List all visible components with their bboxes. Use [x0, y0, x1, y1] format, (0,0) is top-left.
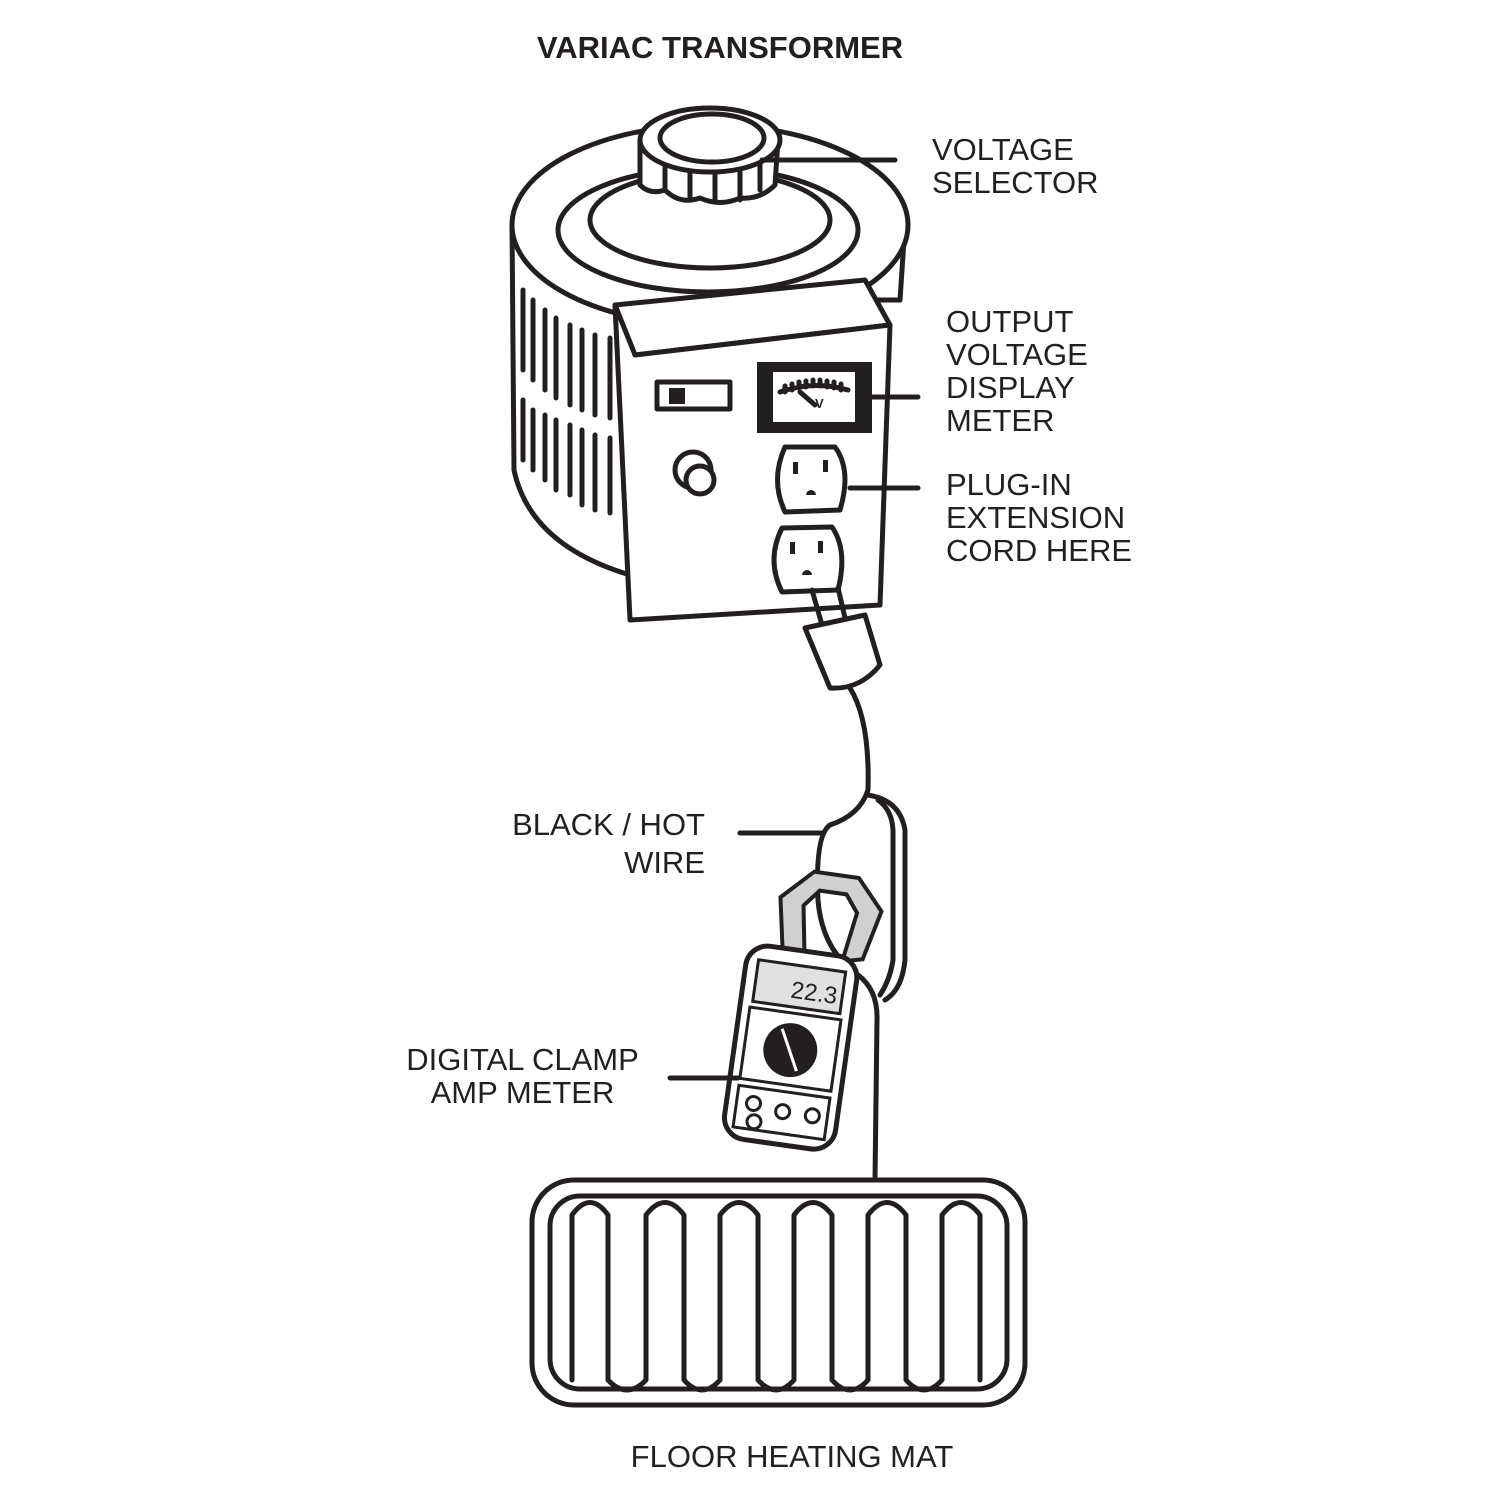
white-wire: [865, 792, 908, 1003]
label-line: DISPLAY: [946, 370, 1075, 405]
label-line: AMP METER: [430, 1075, 615, 1110]
heating-cable: [569, 1200, 983, 1393]
label-line: VOLTAGE: [946, 337, 1088, 372]
label-line: VOLTAGE: [932, 132, 1074, 167]
label-line: PLUG-IN: [946, 467, 1072, 502]
label-line: EXTENSION: [946, 500, 1126, 535]
voltmeter-needle: [777, 377, 851, 408]
outlet-top: [775, 444, 848, 515]
label-line: CORD HERE: [946, 533, 1133, 568]
outlet-bottom: [771, 524, 845, 595]
plug: [802, 612, 883, 691]
label-heating-mat: FLOOR HEATING MAT: [630, 1439, 954, 1474]
label-line: SELECTOR: [932, 165, 1099, 200]
floor-heating-mat: [529, 1177, 1028, 1408]
leader-lines: [667, 157, 921, 1081]
label-voltage-selector: VOLTAGE SELECTOR: [932, 133, 1099, 199]
variac-transformer: V: [509, 105, 911, 623]
switch-rocker: [669, 388, 685, 404]
label-line: OUTPUT: [946, 304, 1074, 339]
label-line: WIRE: [624, 845, 705, 880]
label-hot-wire: BLACK / HOT WIRE: [470, 806, 705, 882]
voltage-selector-knob: [637, 105, 783, 205]
label-line: DIGITAL CLAMP: [406, 1042, 639, 1077]
label-line: METER: [946, 403, 1055, 438]
diagram-title: VARIAC TRANSFORMER: [536, 30, 904, 65]
clamp-meter: 22.3: [721, 869, 884, 1152]
power-switch: [654, 379, 733, 412]
label-plug-in: PLUG-IN EXTENSION CORD HERE: [946, 468, 1132, 567]
voltmeter-unit: V: [815, 396, 824, 411]
extension-cord: [802, 585, 908, 1183]
black-hot-wire: [815, 685, 880, 1183]
vents: [520, 287, 613, 516]
label-clamp-meter: DIGITAL CLAMP AMP METER: [380, 1043, 665, 1109]
clamp-display-reading: 22.3: [789, 977, 839, 1010]
label-line: BLACK / HOT: [512, 807, 705, 842]
label-output-voltage-meter: OUTPUT VOLTAGE DISPLAY METER: [946, 305, 1088, 437]
front-panel: V: [612, 277, 893, 623]
